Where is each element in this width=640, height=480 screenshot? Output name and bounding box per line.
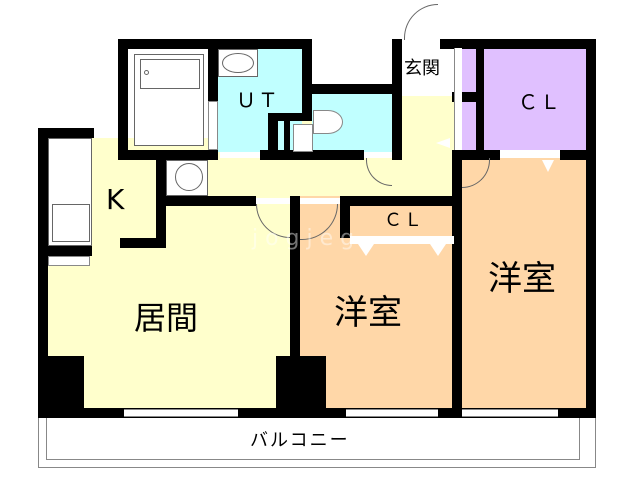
western-room-east-floor	[462, 158, 586, 410]
wall	[210, 39, 306, 49]
wall	[586, 39, 596, 418]
wall	[156, 196, 256, 206]
closet-middle-label: ＣＬ	[384, 210, 424, 231]
wall	[392, 84, 402, 160]
entrance-label: 玄関	[404, 58, 440, 79]
wall	[452, 155, 462, 418]
door-threshold	[300, 198, 340, 204]
unit-bath-label: ＵＴ	[236, 88, 280, 112]
door-threshold	[364, 152, 392, 158]
wall	[46, 246, 92, 256]
wall	[38, 128, 48, 418]
bath-door[interactable]	[208, 101, 218, 150]
wall	[38, 128, 94, 138]
wall	[440, 39, 594, 49]
wall	[38, 408, 596, 418]
closet-door-marker	[430, 244, 446, 256]
western-room-east-label: 洋室	[488, 259, 556, 299]
wall	[392, 39, 402, 95]
wall	[476, 49, 484, 159]
wall	[340, 196, 350, 238]
wall	[560, 150, 590, 160]
wall	[120, 238, 166, 248]
entrance-door-swing[interactable]	[404, 4, 438, 40]
wall	[268, 113, 278, 153]
wall	[290, 196, 300, 410]
toilet-icon	[313, 110, 343, 134]
door-marker	[436, 138, 450, 148]
wall	[452, 92, 476, 102]
wall	[118, 39, 128, 157]
wall	[260, 150, 364, 160]
wall	[312, 84, 402, 94]
wall	[268, 113, 312, 121]
western-room-middle-label: 洋室	[334, 293, 402, 333]
closet-north-label: ＣＬ	[518, 90, 562, 114]
wall	[208, 49, 218, 101]
wall	[118, 39, 214, 49]
door-threshold	[500, 152, 560, 158]
entrance-door-threshold	[402, 40, 440, 48]
closet-door-track	[350, 236, 454, 244]
door-threshold	[220, 152, 260, 158]
kitchen-label: K	[106, 183, 125, 216]
door-threshold	[256, 198, 290, 204]
bathtub-inner	[140, 59, 200, 89]
column	[276, 356, 326, 416]
drain-icon	[144, 70, 149, 75]
window[interactable]	[462, 409, 558, 417]
balcony-label: バルコニー	[250, 430, 350, 451]
washing-machine-drum	[175, 163, 203, 191]
watermark: j o g j e g	[252, 226, 355, 251]
living-room-label: 居間	[134, 299, 199, 337]
balcony-inner	[46, 418, 580, 460]
wall	[284, 121, 290, 153]
wall	[118, 150, 218, 160]
column	[46, 356, 84, 416]
washbasin-bowl	[222, 53, 254, 73]
window[interactable]	[346, 409, 438, 417]
window[interactable]	[124, 409, 238, 417]
closet-door-track	[454, 48, 462, 150]
closet-north-floor	[484, 48, 586, 150]
toilet-tank	[293, 124, 313, 152]
wall	[340, 196, 462, 206]
closet-door-marker	[542, 160, 554, 172]
wall	[452, 150, 500, 160]
wall	[302, 39, 312, 115]
closet-door-marker	[358, 244, 374, 256]
kitchen-window-sill	[48, 256, 90, 266]
entrance-floor	[402, 48, 454, 96]
stove	[52, 204, 90, 242]
